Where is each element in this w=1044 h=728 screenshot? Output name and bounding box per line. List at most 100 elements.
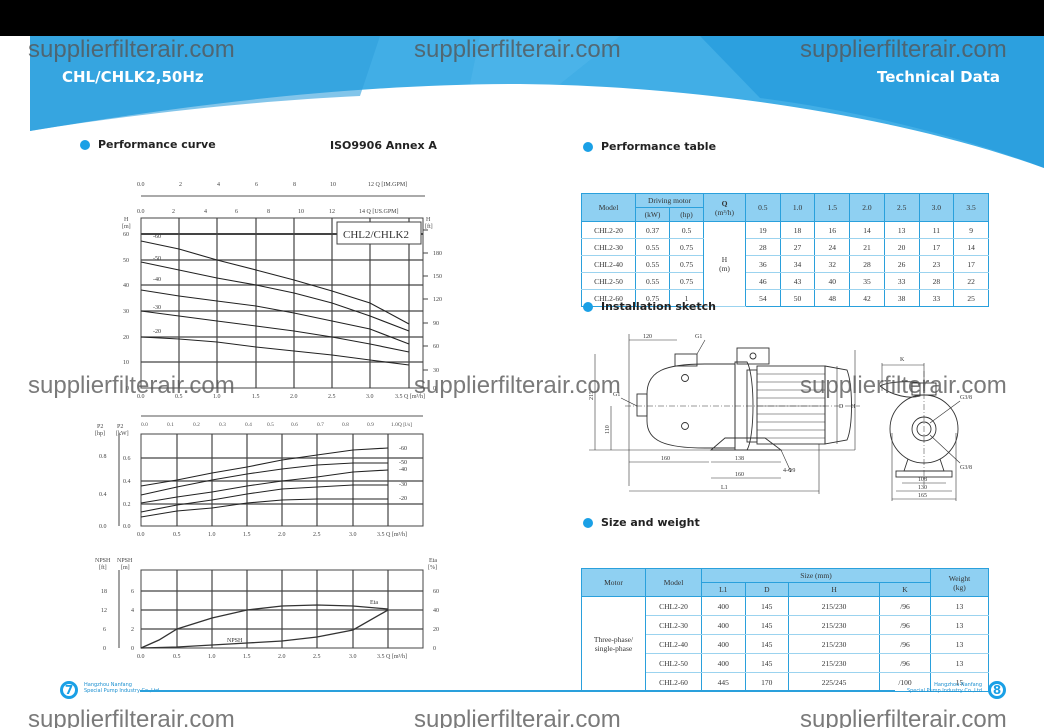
svg-text:3.5 Q [m³/h]: 3.5 Q [m³/h] — [395, 394, 425, 400]
svg-text:1.0: 1.0 — [213, 394, 221, 400]
svg-text:0.8: 0.8 — [99, 454, 107, 460]
svg-text:P2: P2 — [97, 424, 103, 430]
svg-text:4-Φ9: 4-Φ9 — [783, 468, 795, 474]
svg-text:30: 30 — [433, 368, 439, 374]
svg-text:-60: -60 — [153, 234, 161, 240]
svg-text:0.0: 0.0 — [137, 532, 145, 538]
motor-type-cell: Three-phase/single-phase — [581, 596, 646, 692]
svg-text:NPSH: NPSH — [227, 638, 243, 644]
svg-text:60: 60 — [433, 344, 439, 350]
svg-text:[kW]: [kW] — [116, 431, 129, 437]
svg-text:0.0: 0.0 — [137, 394, 145, 400]
svg-text:G1: G1 — [695, 334, 702, 340]
svg-text:1.0: 1.0 — [208, 654, 216, 660]
svg-text:0.6: 0.6 — [291, 422, 298, 428]
svg-text:215: 215 — [589, 391, 595, 400]
pump-side-view-sketch: 120 G1 G1 215 110 160 138 4-Φ9 160 L1 D … — [589, 334, 860, 494]
svg-text:D: D — [839, 404, 844, 410]
watermark: supplierfilterair.com — [414, 372, 621, 399]
performance-table: Model Driving motor Q(m³/h) 0.5 1.0 1.5 … — [581, 193, 989, 307]
svg-text:G1: G1 — [613, 392, 620, 398]
svg-text:-40: -40 — [153, 277, 161, 283]
svg-text:0.4: 0.4 — [99, 492, 107, 498]
svg-text:H: H — [851, 404, 856, 410]
svg-text:1.5: 1.5 — [243, 532, 251, 538]
svg-text:90: 90 — [433, 321, 439, 327]
svg-text:0.5: 0.5 — [175, 394, 183, 400]
size-weight-table: Motor Model Size (mm) Weight(kg) L1 D H … — [581, 568, 989, 692]
svg-text:50: 50 — [123, 258, 129, 264]
svg-text:60: 60 — [123, 232, 129, 238]
svg-text:[ft]: [ft] — [425, 223, 433, 230]
svg-text:40: 40 — [433, 608, 439, 614]
bullet-icon — [583, 517, 593, 528]
svg-text:20: 20 — [433, 627, 439, 633]
svg-text:8: 8 — [267, 209, 270, 215]
svg-text:18: 18 — [101, 589, 107, 595]
svg-text:12: 12 — [101, 608, 107, 614]
svg-text:3.0: 3.0 — [349, 654, 357, 660]
bullet-icon — [583, 301, 593, 312]
svg-text:160: 160 — [735, 472, 744, 478]
h-unit-cell: H(m) — [703, 221, 746, 307]
svg-text:0.9: 0.9 — [367, 422, 374, 428]
svg-text:-20: -20 — [399, 496, 407, 502]
svg-text:150: 150 — [433, 274, 442, 280]
svg-text:NPSH: NPSH — [95, 558, 111, 564]
svg-text:2.5: 2.5 — [313, 654, 321, 660]
svg-text:1.5: 1.5 — [243, 654, 251, 660]
svg-text:2: 2 — [131, 627, 134, 633]
svg-text:3.5 Q [m³/h]: 3.5 Q [m³/h] — [377, 654, 407, 660]
svg-text:40: 40 — [123, 283, 129, 289]
svg-text:[m]: [m] — [121, 565, 130, 571]
svg-text:0.4: 0.4 — [123, 479, 131, 485]
bullet-icon — [80, 139, 90, 150]
header-banner — [30, 36, 1044, 168]
performance-table-heading: Performance table — [583, 140, 716, 153]
svg-text:0.0: 0.0 — [137, 182, 145, 188]
size-weight-heading: Size and weight — [583, 516, 700, 529]
bullet-icon — [583, 141, 593, 152]
svg-text:20: 20 — [123, 335, 129, 341]
svg-text:Eta: Eta — [370, 600, 378, 606]
watermark: supplierfilterair.com — [800, 372, 1007, 399]
svg-text:H: H — [124, 217, 129, 223]
svg-text:160: 160 — [661, 456, 670, 462]
svg-text:108: 108 — [918, 477, 927, 483]
power-curve-chart: P2[hp] P2[kW] 0.00.20.40.6 0.00.40.8 0.0… — [95, 424, 424, 538]
svg-text:12 Q [IM.GPM]: 12 Q [IM.GPM] — [368, 182, 407, 188]
svg-text:10: 10 — [123, 360, 129, 366]
svg-text:K: K — [900, 357, 905, 363]
svg-text:-60: -60 — [399, 446, 407, 452]
chart-model-label: CHL2/CHLK2 — [343, 229, 409, 241]
svg-text:120: 120 — [643, 334, 652, 340]
watermark: supplierfilterair.com — [414, 36, 621, 63]
page-number-right: 8 — [988, 681, 1006, 699]
svg-text:[hp]: [hp] — [95, 431, 105, 437]
svg-text:60: 60 — [433, 589, 439, 595]
watermark: supplierfilterair.com — [800, 36, 1007, 63]
svg-text:2: 2 — [179, 182, 182, 188]
svg-text:0.6: 0.6 — [123, 456, 131, 462]
svg-text:0.5: 0.5 — [267, 422, 274, 428]
svg-text:0.8: 0.8 — [342, 422, 349, 428]
svg-text:0.5: 0.5 — [173, 532, 181, 538]
watermark: supplierfilterair.com — [28, 706, 235, 728]
svg-text:2.0: 2.0 — [278, 532, 286, 538]
svg-text:0.0: 0.0 — [137, 209, 145, 215]
svg-text:0.5: 0.5 — [173, 654, 181, 660]
svg-text:14 Q [US.GPM]: 14 Q [US.GPM] — [359, 209, 399, 215]
svg-text:2: 2 — [172, 209, 175, 215]
